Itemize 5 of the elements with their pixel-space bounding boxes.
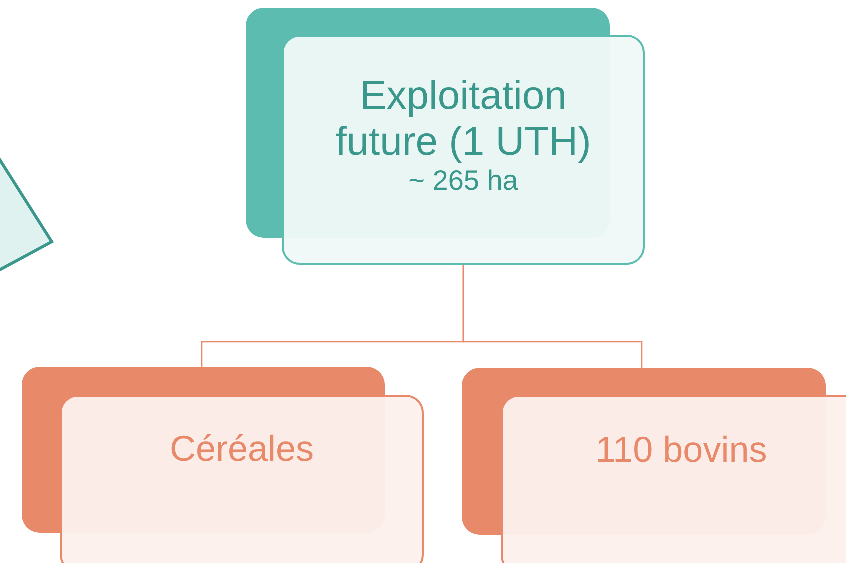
subtitle-text: ~ 265 ha [408, 164, 520, 198]
card-title: Exploitation future (1 UTH) [334, 72, 592, 165]
card-title: 110 bovins [594, 428, 768, 470]
connector-line [462, 265, 643, 368]
card-title: Céréales [168, 428, 316, 470]
